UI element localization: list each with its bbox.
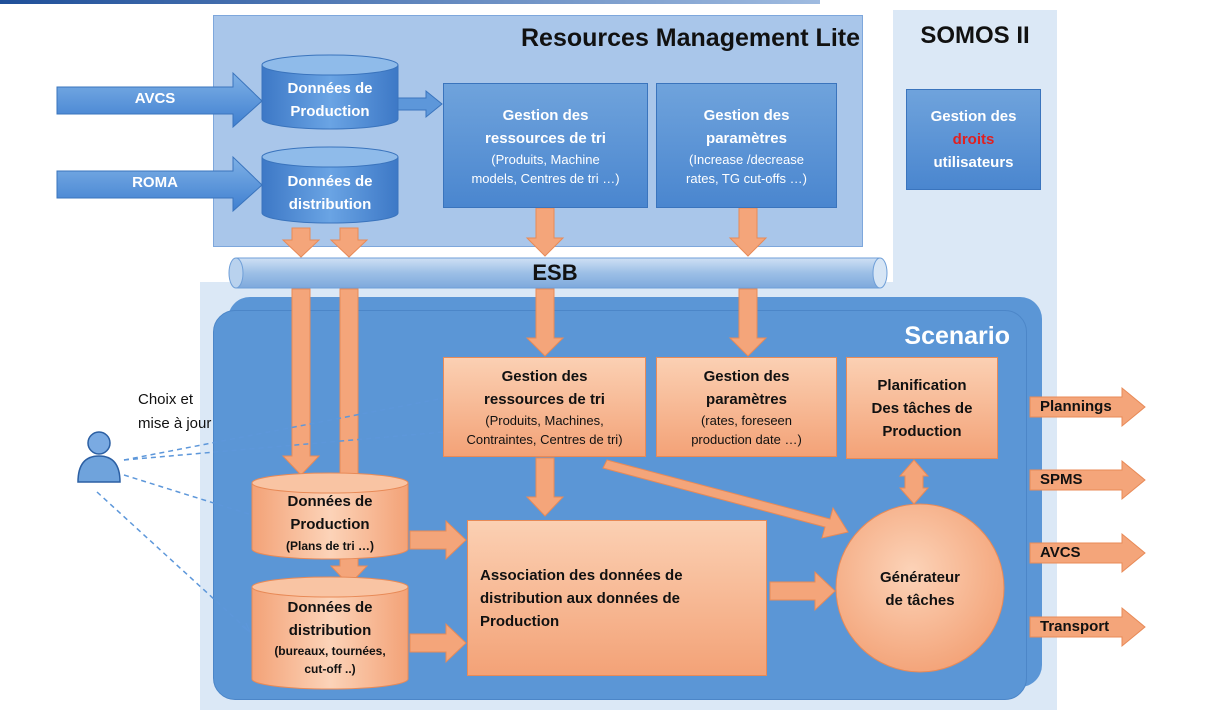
association-line3: Production [480,612,560,630]
roma-input-arrow [56,155,263,213]
rml-db-distribution-label: Données de distribution [262,170,398,216]
sc-parametres-sub1: (rates, foreseen [700,413,793,428]
user-label-line2: mise à jour [138,415,212,432]
generateur-line2: de tâches [885,592,955,609]
association-line1: Association des données de [480,566,683,584]
scenario-planification-box[interactable]: Planification Des tâches de Production [846,357,998,459]
rml-ressources-title1: Gestion des [502,106,589,124]
generateur-label: Générateur de tâches [836,566,1004,612]
user-icon[interactable] [77,431,121,483]
sc-db-distribution-line1: Données de [287,599,373,616]
planification-line2: Des tâches de [871,399,973,417]
sc-parametres-title2: paramètres [706,391,787,408]
scenario-internal-arrows [409,457,930,664]
sc-ressources-sub2: Contraintes, Centres de tri) [466,432,623,447]
avcs-input-arrow [56,71,263,129]
output-plannings: Plannings [1040,398,1112,415]
sc-ressources-sub1: (Produits, Machines, [485,413,604,428]
association-line2: distribution aux données de [480,589,681,607]
sc-parametres-title1: Gestion des [703,368,790,385]
rml-gestion-ressources-box[interactable]: Gestion des ressources de tri (Produits,… [443,83,648,208]
somos-title: SOMOS II [920,22,1030,49]
scenario-gestion-parametres-box[interactable]: Gestion des paramètres (rates, foreseen … [656,357,837,457]
top-band [0,0,820,4]
sc-db-production-sub: (Plans de tri …) [285,539,374,553]
sc-db-distribution-sub1: (bureaux, tournées, [274,644,386,658]
planification-line1: Planification [877,376,967,394]
rml-db-production-line1: Données de [287,80,373,97]
scenario-gestion-ressources-box[interactable]: Gestion des ressources de tri (Produits,… [443,357,646,457]
output-spms: SPMS [1040,471,1083,488]
scenario-db-production-cylinder [251,472,409,560]
generateur-circle[interactable] [835,503,1005,673]
rml-gestion-parametres-box[interactable]: Gestion des paramètres (Increase /decrea… [656,83,837,208]
output-arrows [1029,386,1146,648]
sc-ressources-title2: ressources de tri [484,391,605,408]
rml-ressources-title2: ressources de tri [485,129,606,147]
sc-db-distribution-line2: distribution [288,622,372,639]
rml-ressources-sub1: (Produits, Machine [491,151,600,167]
user-label: Choix et mise à jour [138,388,248,436]
avcs-input-label: AVCS [134,90,176,107]
sc-parametres-sub2: production date …) [691,432,802,447]
output-avcs: AVCS [1040,544,1081,561]
rml-parametres-title2: paramètres [706,129,787,147]
esb-label: ESB [532,260,578,285]
planification-line3: Production [882,422,962,440]
rml-to-esb-arrows [281,207,768,258]
sc-ressources-title1: Gestion des [501,368,588,385]
droits-highlight: droits [952,131,995,148]
rml-db-distribution-cylinder [261,146,399,224]
rml-parametres-title1: Gestion des [703,106,790,124]
droits-line1: Gestion des [930,108,1017,125]
generateur-line1: Générateur [879,569,961,586]
sc-db-production-line2: Production [290,516,370,533]
rml-parametres-sub2: rates, TG cut-offs …) [686,170,807,186]
scenario-db-distribution-label: Données de distribution (bureaux, tourné… [252,596,408,678]
rml-db-distribution-line1: Données de [287,173,373,190]
rml-db-production-cylinder [261,54,399,130]
rml-db-production-line2: Production [290,103,370,120]
sc-db-distribution-sub2: cut-off ..) [304,662,356,676]
sc-db-production-line1: Données de [287,493,373,510]
user-dashed-links [96,397,445,633]
esb-bus [228,257,888,289]
rml-db-distribution-line2: distribution [288,196,372,213]
droits-line3: utilisateurs [933,154,1014,171]
gestion-droits-box[interactable]: Gestion des droits utilisateurs [906,89,1041,190]
user-label-line1: Choix et [138,391,194,408]
output-transport: Transport [1040,618,1110,635]
rml-prod-to-ressources-arrow [397,89,443,119]
rml-parametres-sub1: (Increase /decrease [689,151,804,167]
scenario-title: Scenario [904,322,1010,350]
scenario-db-distribution-cylinder [251,576,409,690]
rml-db-production-label: Données de Production [262,77,398,123]
rml-ressources-sub2: models, Centres de tri …) [471,170,620,186]
scenario-db-production-label: Données de Production (Plans de tri …) [252,490,408,556]
rml-title: Resources Management Lite [521,24,860,52]
association-box[interactable]: Association des données de distribution … [467,520,767,676]
roma-input-label: ROMA [132,174,178,191]
